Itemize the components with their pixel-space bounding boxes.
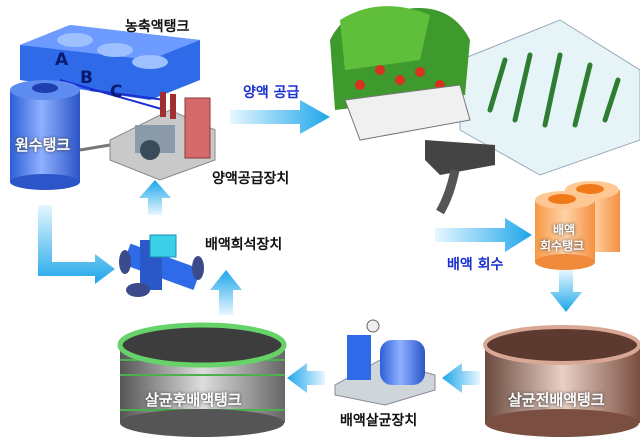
nutrient-supply-label: 양액 공급 bbox=[243, 85, 300, 101]
pre-sterilization-tank-icon bbox=[483, 325, 640, 437]
greenhouse-plants-icon bbox=[330, 6, 640, 215]
arrow-supply bbox=[230, 100, 330, 134]
nutrient-supply-device-label: 양액공급장치 bbox=[212, 171, 290, 187]
drain-dilution-device-label: 배액희석장치 bbox=[205, 237, 283, 253]
arrow-left-to-green bbox=[287, 363, 325, 393]
arrow-up-to-supply bbox=[139, 180, 171, 215]
concentrate-tank-label: 농축액탱크 bbox=[125, 19, 190, 35]
arrow-left-to-sterilizer bbox=[442, 363, 480, 393]
drain-sterilizer-icon bbox=[334, 319, 436, 406]
drain-recovery-label: 배액 회수 bbox=[447, 257, 504, 273]
drain-dilution-device-icon bbox=[119, 234, 204, 297]
nutrient-supply-device-icon bbox=[109, 92, 216, 181]
raw-water-tank-label: 원수탱크 bbox=[15, 136, 71, 154]
flow-arrows bbox=[38, 100, 582, 393]
arrow-up-from-green bbox=[210, 270, 242, 315]
concentrate-tanks-icon bbox=[20, 25, 200, 111]
arrow-recovery bbox=[435, 218, 532, 252]
tank-b-label: B bbox=[80, 68, 93, 88]
arrow-raw-to-dilution bbox=[38, 205, 115, 284]
post-sterilization-tank-label: 살균후배액탱크 bbox=[145, 391, 242, 409]
drain-recovery-tank-label-2: 회수탱크 bbox=[540, 239, 585, 253]
arrow-down-to-copper bbox=[550, 270, 582, 312]
raw-water-tank-icon bbox=[10, 80, 111, 190]
drain-recovery-tank-label-1: 배액 bbox=[553, 223, 576, 237]
drain-sterilizer-label: 배액살균장치 bbox=[340, 413, 418, 429]
pre-sterilization-tank-label: 살균전배액탱크 bbox=[508, 391, 605, 409]
drain-recovery-tank-icon bbox=[535, 181, 620, 270]
post-sterilization-tank-icon bbox=[117, 322, 287, 437]
tank-a-label: A bbox=[55, 50, 69, 70]
tank-c-label: C bbox=[110, 82, 123, 102]
